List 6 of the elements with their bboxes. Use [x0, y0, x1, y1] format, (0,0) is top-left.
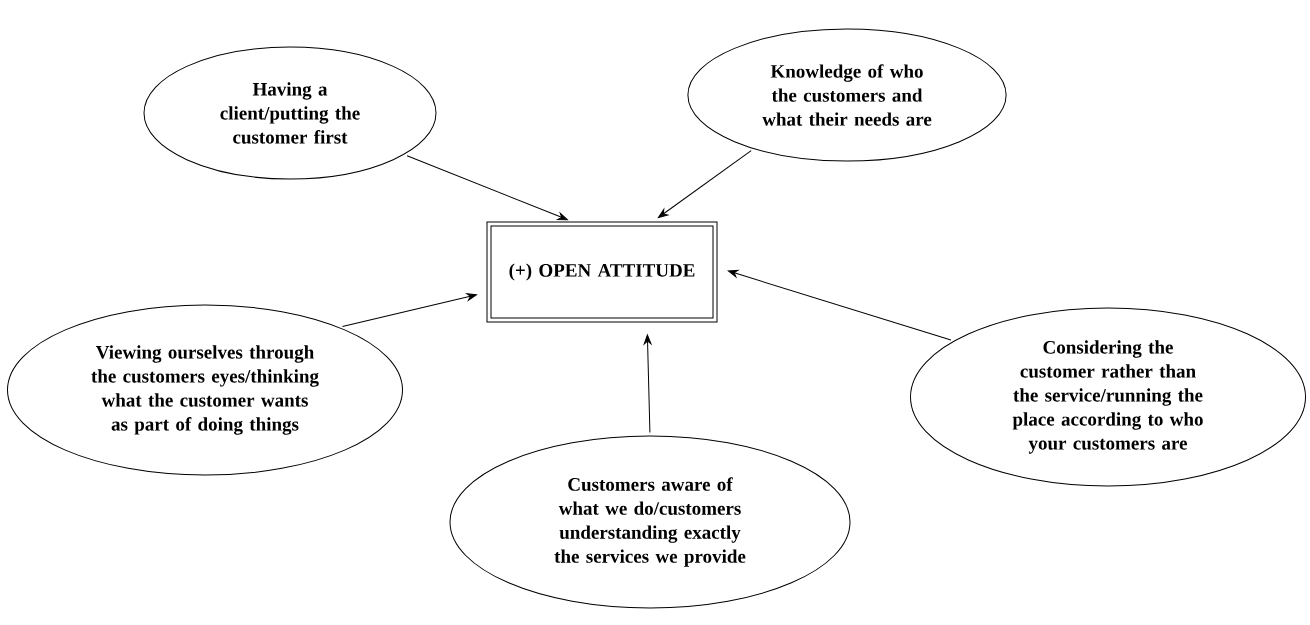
title-box: (+) OPEN ATTITUDE — [486, 221, 718, 323]
arrow — [406, 155, 568, 221]
arrow — [643, 334, 652, 433]
arrow — [341, 293, 477, 328]
arrow — [657, 150, 752, 218]
arrow — [727, 269, 952, 341]
